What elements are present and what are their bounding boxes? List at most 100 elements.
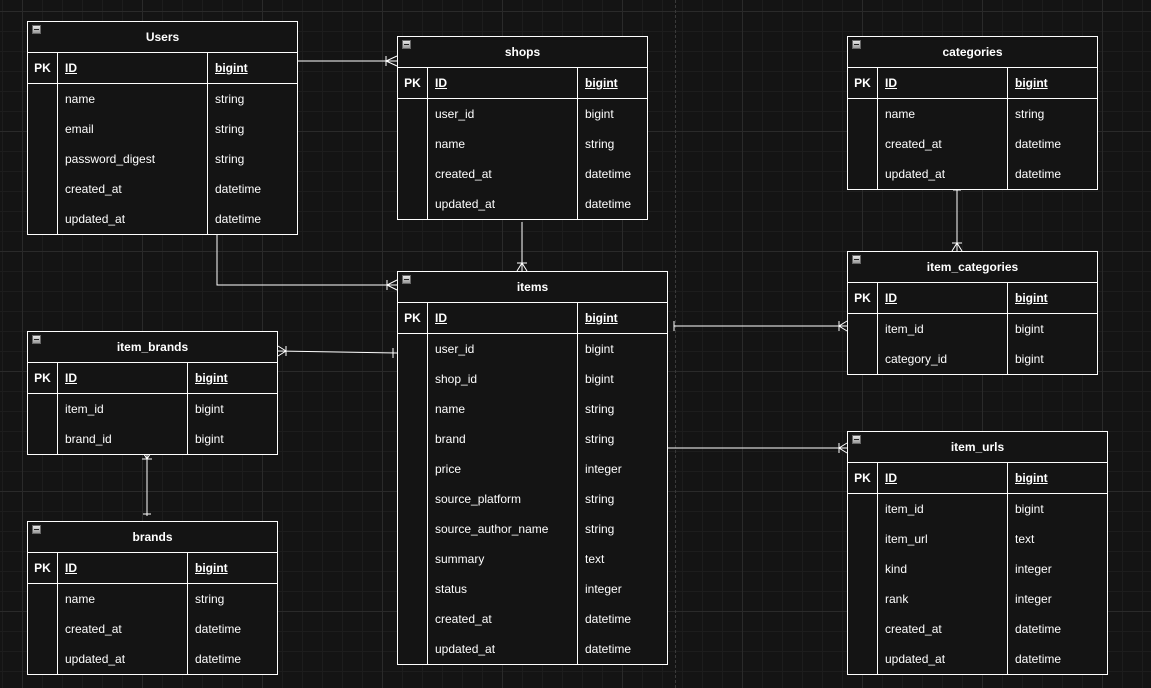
field-name: category_id: [878, 344, 1008, 374]
field-type: bigint: [585, 76, 618, 90]
key-label: PK: [848, 463, 878, 493]
field-type: datetime: [1015, 137, 1062, 151]
collapse-icon[interactable]: [402, 275, 411, 284]
primary-key-row[interactable]: PK ID bigint: [28, 363, 277, 394]
field-name: ID: [885, 471, 897, 485]
field-name: created_at: [878, 129, 1008, 159]
field-name: user_id: [428, 99, 578, 129]
entity-header[interactable]: item_urls: [848, 432, 1107, 463]
field-row[interactable]: name string: [28, 84, 297, 114]
entity-header[interactable]: Users: [28, 22, 297, 53]
field-name: password_digest: [58, 144, 208, 174]
primary-key-row[interactable]: PK ID bigint: [848, 283, 1097, 314]
field-type: bigint: [195, 402, 224, 416]
entity-header[interactable]: brands: [28, 522, 277, 553]
link-users-items[interactable]: [216, 232, 398, 291]
entity-title: item_brands: [116, 340, 189, 354]
link-items-item-brands[interactable]: [277, 345, 398, 358]
entity-header[interactable]: items: [398, 272, 667, 303]
field-type: string: [585, 402, 615, 416]
link-categories-item-categories[interactable]: [951, 187, 963, 252]
field-name: updated_at: [58, 204, 208, 234]
link-items-item-urls[interactable]: [667, 442, 848, 454]
link-users-shops[interactable]: [298, 55, 398, 67]
field-type: datetime: [585, 642, 632, 656]
field-type: string: [215, 92, 245, 106]
collapse-icon[interactable]: [32, 335, 41, 344]
primary-key-row[interactable]: PK ID bigint: [28, 53, 297, 84]
primary-key-row[interactable]: PK ID bigint: [28, 553, 277, 584]
field-type: bigint: [585, 372, 614, 386]
field-type: text: [1015, 532, 1035, 546]
collapse-icon[interactable]: [32, 25, 41, 34]
entity-header[interactable]: shops: [398, 37, 647, 68]
primary-key-row[interactable]: PK ID bigint: [398, 303, 667, 334]
collapse-icon[interactable]: [852, 40, 861, 49]
collapse-icon[interactable]: [402, 40, 411, 49]
link-brands-item-brands[interactable]: [141, 450, 153, 516]
entity-header[interactable]: item_brands: [28, 332, 277, 363]
field-type: datetime: [585, 612, 632, 626]
field-name: item_id: [878, 314, 1008, 344]
entity-header[interactable]: categories: [848, 37, 1097, 68]
link-items-item-categories[interactable]: [673, 320, 848, 332]
entity-header[interactable]: item_categories: [848, 252, 1097, 283]
collapse-icon[interactable]: [32, 525, 41, 534]
page-break-guide: [675, 0, 676, 688]
field-name: name: [58, 84, 208, 114]
collapse-icon[interactable]: [852, 435, 861, 444]
primary-key-row[interactable]: PK ID bigint: [848, 68, 1097, 99]
field-name: updated_at: [428, 189, 578, 219]
primary-key-row[interactable]: PK ID bigint: [848, 463, 1107, 494]
field-row[interactable]: created_at datetime: [848, 129, 1097, 159]
collapse-icon[interactable]: [852, 255, 861, 264]
primary-key-row[interactable]: PK ID bigint: [398, 68, 647, 99]
link-shops-items[interactable]: [516, 222, 528, 272]
field-name: name: [878, 99, 1008, 129]
field-name: updated_at: [878, 644, 1008, 674]
